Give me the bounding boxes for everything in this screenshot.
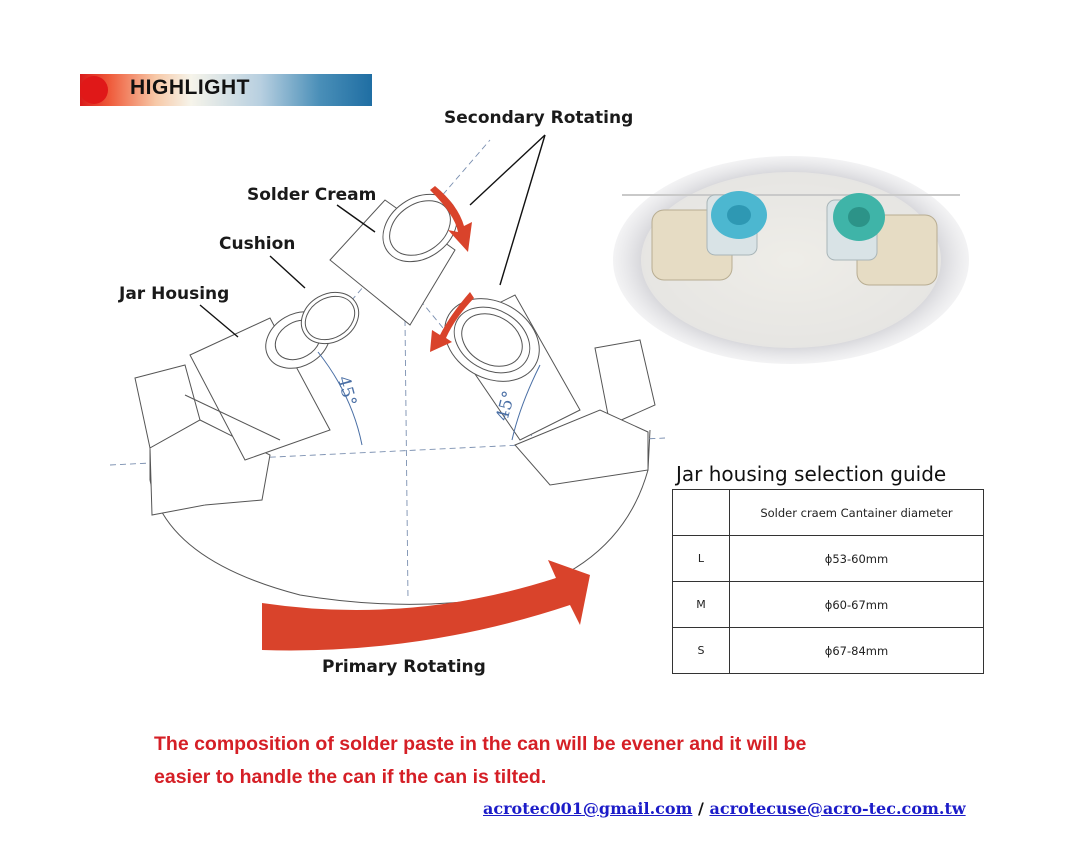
table-header-cell: Solder craem Cantainer diameter — [729, 489, 984, 536]
secondary-rotating-label: Secondary Rotating — [444, 108, 634, 128]
table-row: L ϕ53-60mm — [672, 535, 984, 582]
base-plate — [149, 429, 651, 605]
size-cell: M — [672, 581, 730, 628]
guide-title: Jar housing selection guide — [676, 462, 947, 486]
red-dot-icon — [80, 76, 108, 104]
jar-housing-label: Jar Housing — [119, 284, 230, 304]
table-row: S ϕ67-84mm — [672, 627, 984, 674]
email-link-secondary[interactable]: acrotecuse@acro-tec.com.tw — [709, 799, 966, 818]
diameter-cell: ϕ53-60mm — [729, 535, 984, 582]
jar-housing-body — [189, 317, 331, 461]
highlight-banner — [80, 74, 372, 106]
table-row: M ϕ60-67mm — [672, 581, 984, 628]
size-cell: S — [672, 627, 730, 674]
highlight-title: HIGHLIGHT — [130, 76, 250, 99]
size-cell: L — [672, 535, 730, 582]
left-jar-holder — [651, 191, 767, 281]
selection-guide-table: Solder craem Cantainer diameter L ϕ53-60… — [672, 489, 984, 674]
email-link-primary[interactable]: acrotec001@gmail.com — [483, 799, 693, 818]
primary-rotating-label: Primary Rotating — [322, 657, 486, 677]
note-line: easier to handle the can if the can is t… — [154, 766, 547, 788]
right-jar-holder — [826, 193, 938, 286]
table-header-cell — [672, 489, 730, 536]
machine-interior-photo — [613, 156, 969, 364]
cushion-ring — [300, 291, 360, 345]
benefit-note: The composition of solder paste in the c… — [154, 728, 806, 794]
table-header-row: Solder craem Cantainer diameter — [672, 489, 984, 536]
angle-label-left: 45° — [333, 374, 360, 408]
secondary-rotating-arrow-bottom — [430, 292, 474, 352]
email-separator: / — [692, 799, 710, 818]
secondary-rotating-arrow-top — [430, 186, 472, 252]
diameter-cell: ϕ60-67mm — [729, 581, 984, 628]
note-line: The composition of solder paste in the c… — [154, 733, 807, 755]
solder-cream-label: Solder Cream — [247, 185, 377, 205]
primary-rotating-arrow — [262, 560, 590, 651]
diameter-cell: ϕ67-84mm — [729, 627, 984, 674]
right-housing-block — [594, 339, 656, 426]
cushion-label: Cushion — [219, 234, 296, 254]
contact-line: acrotec001@gmail.com / acrotecuse@acro-t… — [483, 799, 966, 818]
